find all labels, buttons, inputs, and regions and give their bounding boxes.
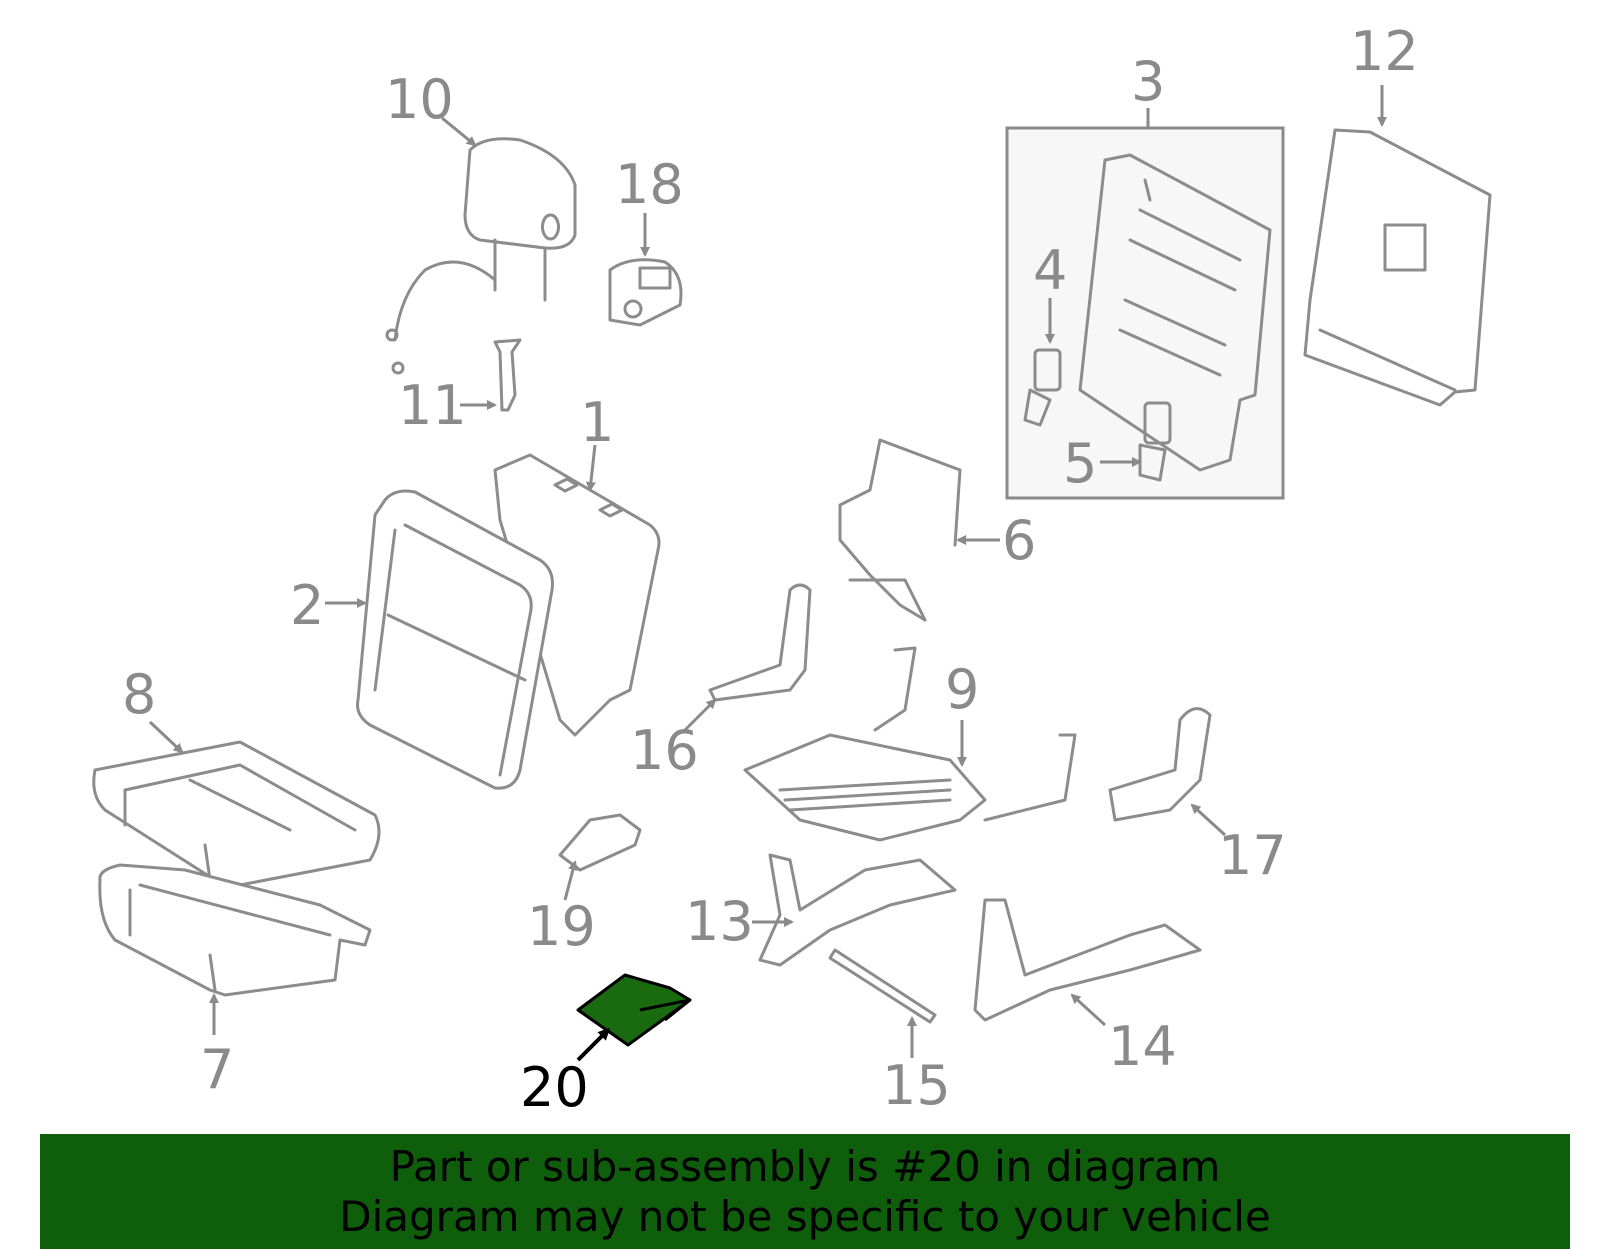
part-15-rod[interactable]: [828, 948, 937, 1024]
callout-1: 1: [580, 391, 614, 454]
part-18-bracket[interactable]: [608, 258, 683, 327]
callout-11: 11: [398, 374, 467, 437]
callout-12: 12: [1350, 20, 1419, 83]
part-10-headrest[interactable]: [385, 137, 577, 375]
part-12-back-board[interactable]: [1303, 128, 1492, 407]
callout-4: 4: [1033, 239, 1067, 302]
part-2-seatback-cover[interactable]: [356, 489, 554, 790]
part-4-motor[interactable]: [1023, 348, 1062, 427]
part-14-track[interactable]: [973, 898, 1202, 1022]
callout-14: 14: [1108, 1015, 1177, 1078]
callout-8: 8: [122, 663, 156, 726]
part-20-cover[interactable]: [576, 973, 692, 1047]
part-17-bracket[interactable]: [1108, 707, 1212, 822]
callout-10: 10: [385, 68, 454, 131]
callout-5: 5: [1063, 432, 1097, 495]
callout-17: 17: [1218, 824, 1287, 887]
part-19-cover[interactable]: [558, 813, 642, 872]
callout-9: 9: [945, 658, 979, 721]
callout-16: 16: [630, 719, 699, 782]
callout-3: 3: [1131, 50, 1165, 113]
callout-15: 15: [882, 1054, 951, 1117]
part-1-seatback[interactable]: [493, 453, 661, 737]
callout-19: 19: [527, 895, 596, 958]
info-banner: Part or sub-assembly is #20 in diagram D…: [40, 1134, 1570, 1249]
banner-line-1: Part or sub-assembly is #20 in diagram: [389, 1141, 1221, 1191]
callout-20: 20: [520, 1056, 589, 1119]
callout-13: 13: [685, 890, 754, 953]
part-6-wire-frame[interactable]: [838, 438, 962, 622]
part-11-guide[interactable]: [493, 338, 522, 412]
callout-18: 18: [615, 153, 684, 216]
callout-6: 6: [1002, 509, 1036, 572]
part-8-seat-cushion[interactable]: [92, 740, 381, 887]
part-7-cushion-pad[interactable]: [98, 863, 372, 997]
callout-2: 2: [290, 574, 324, 637]
part-16-bracket[interactable]: [708, 583, 812, 702]
banner-line-2: Diagram may not be specific to your vehi…: [339, 1191, 1271, 1241]
part-9-cushion-frame[interactable]: [743, 646, 1077, 842]
callout-arrows: [148, 85, 1387, 1062]
callout-7: 7: [200, 1038, 234, 1101]
callout-labels: 1 2 3 4 5 6 7 8 9 10 11 12 13 14 15 16 1…: [122, 20, 1419, 1119]
part-13-track[interactable]: [758, 853, 957, 967]
